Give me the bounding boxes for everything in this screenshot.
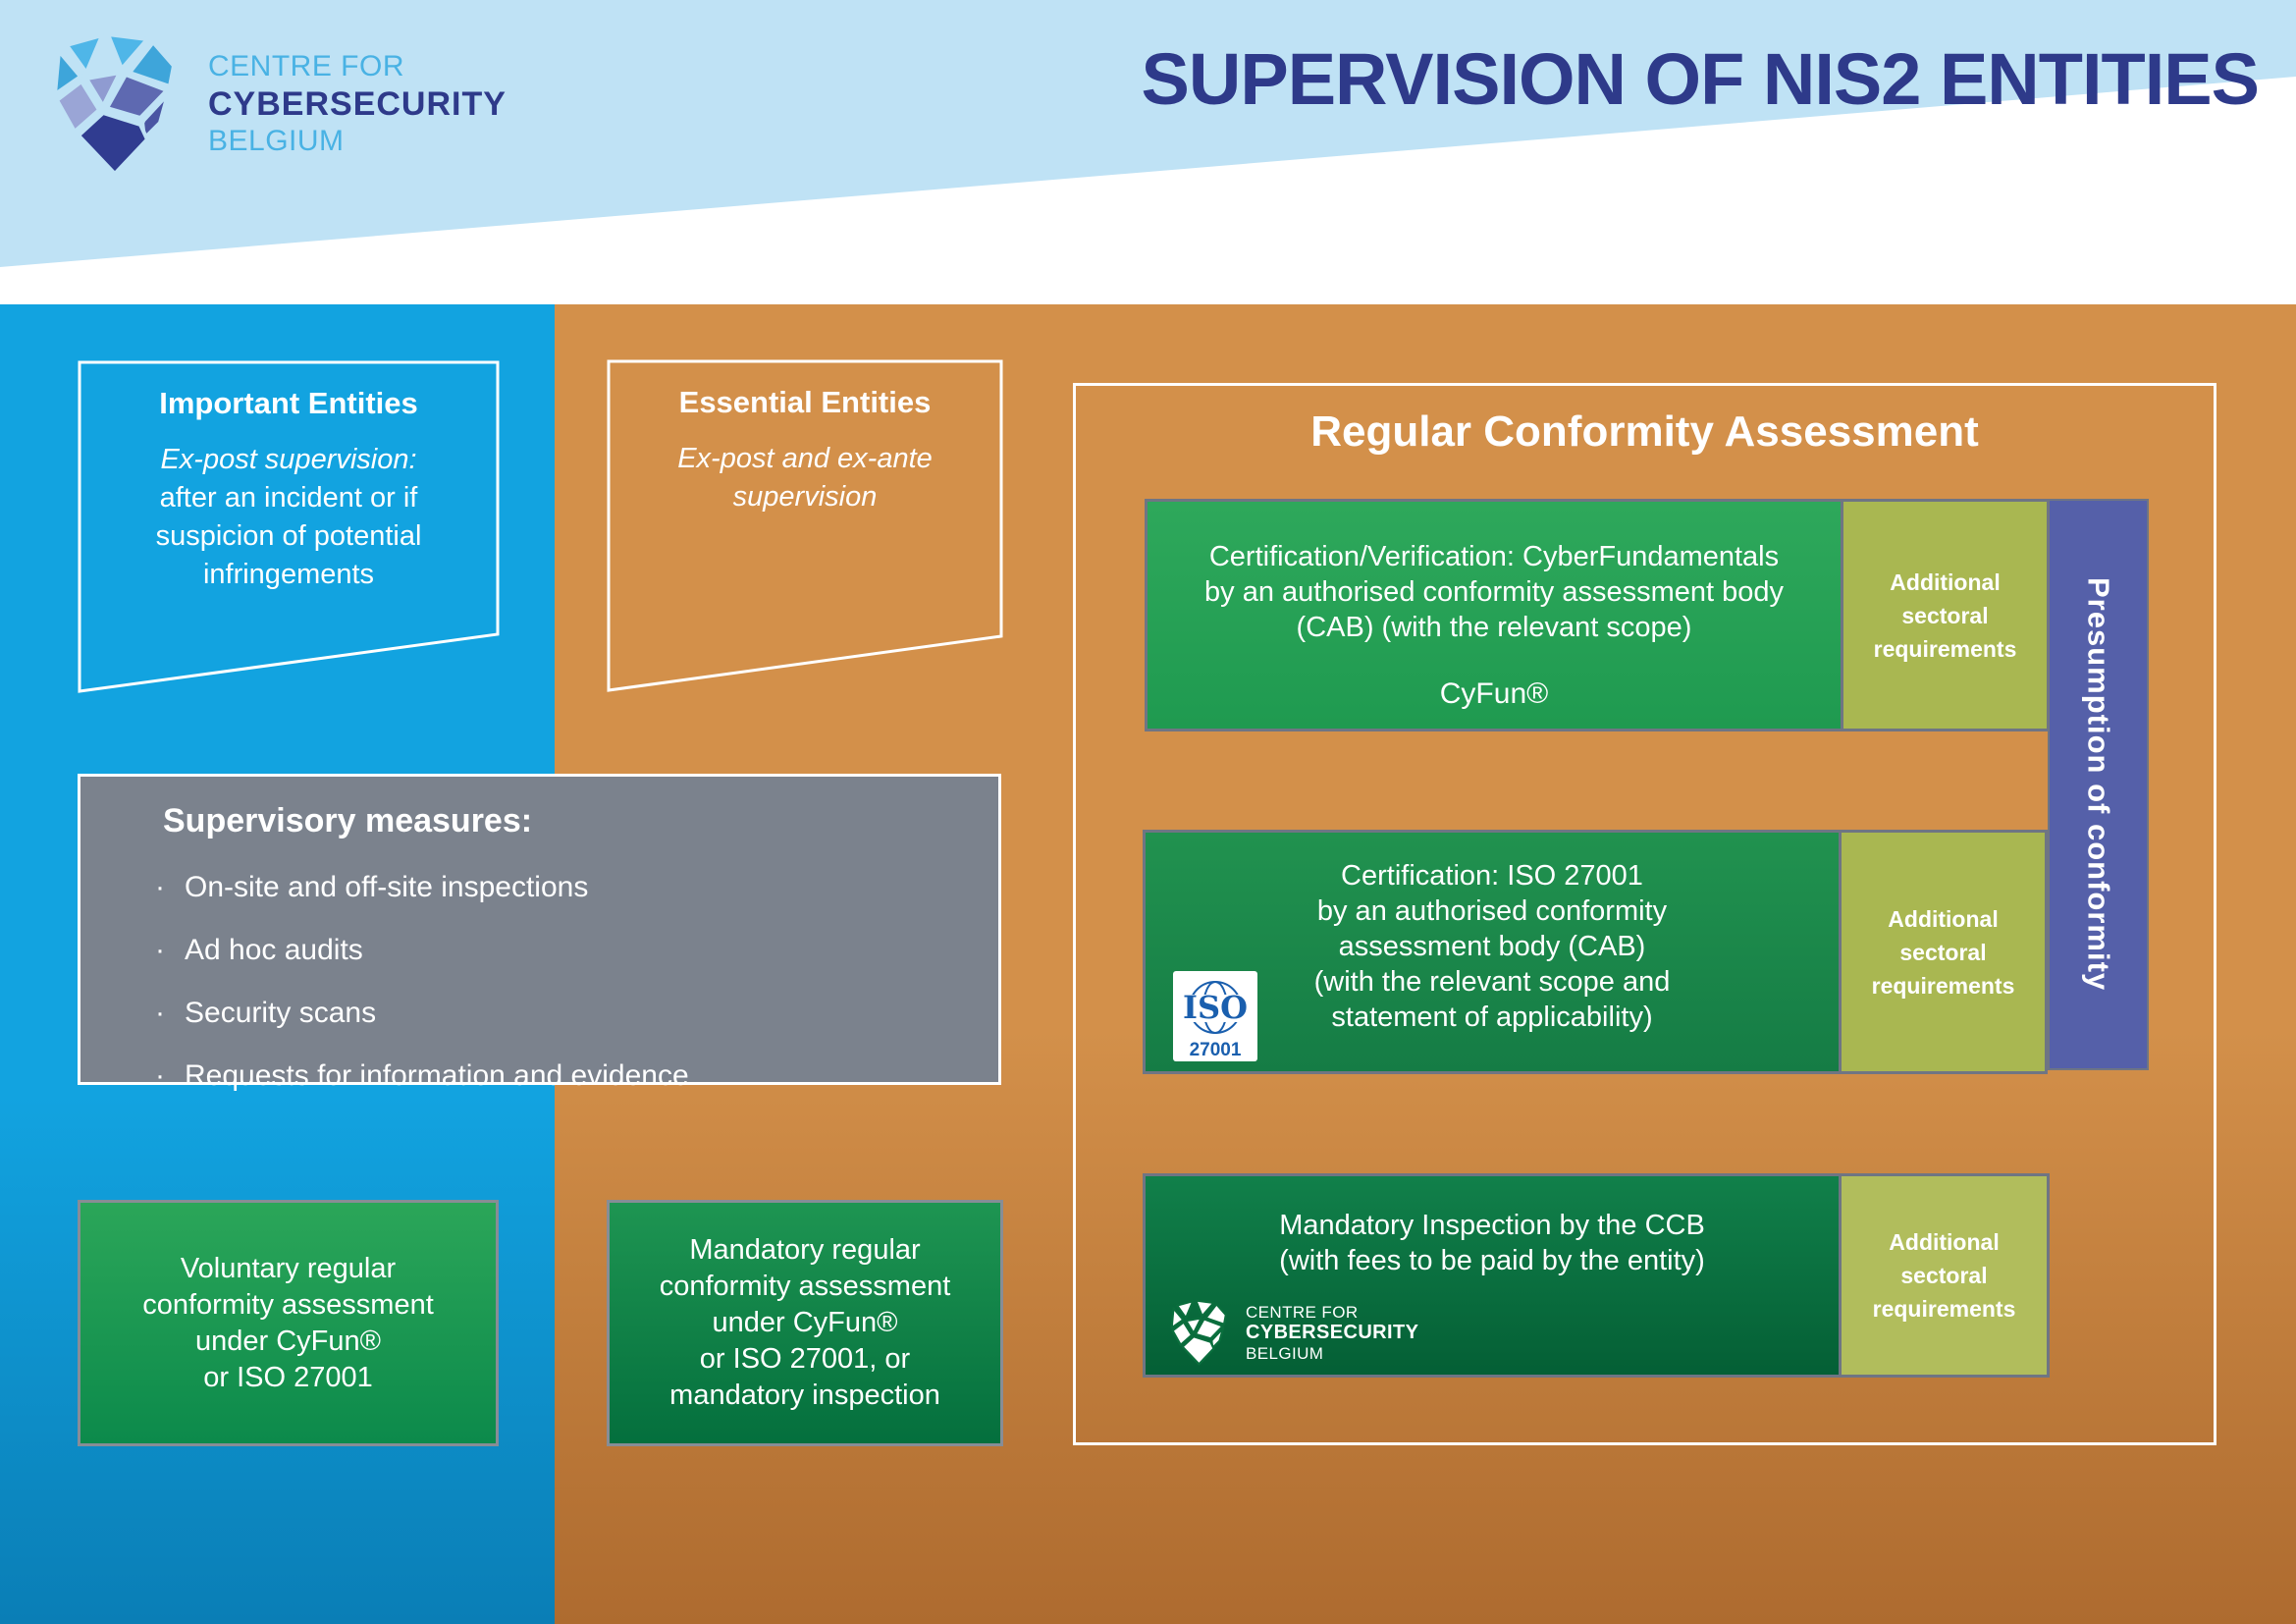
sectoral-line: requirements	[1873, 635, 2017, 662]
iso-line: statement of applicability)	[1331, 1001, 1653, 1033]
sectoral-line: sectoral	[1901, 602, 1989, 628]
essential-entities-title: Essential Entities	[678, 385, 932, 419]
sectoral-requirements-box-2: Additional sectoral requirements	[1839, 830, 2048, 1074]
voluntary-line: or ISO 27001	[203, 1361, 373, 1393]
essential-entities-subtitle-line: supervision	[732, 481, 878, 513]
ccb-white-line-1: CENTRE FOR	[1246, 1302, 1359, 1322]
important-entities-line: infringements	[202, 559, 375, 590]
ccb-shield-icon	[53, 32, 176, 176]
mandatory-inspection-box: Mandatory Inspection by the CCB (with fe…	[1143, 1173, 1842, 1378]
voluntary-line: under CyFun®	[194, 1325, 381, 1357]
supervisory-bullet: · Security scans	[155, 982, 998, 1045]
mandatory-assessment-box: Mandatory regular conformity assessment …	[607, 1200, 1003, 1446]
cyfun-brand: CyFun®	[1439, 677, 1549, 710]
sectoral-line: requirements	[1871, 972, 2015, 999]
sectoral-line: sectoral	[1899, 939, 1987, 965]
bullet-dot-icon: ·	[155, 997, 165, 1029]
header-diagonal-shape	[0, 0, 2296, 267]
presumption-label: Presumption of conformity	[2081, 577, 2116, 992]
important-entities-title: Important Entities	[159, 386, 418, 420]
logo-line-2: CYBERSECURITY	[208, 85, 507, 123]
presumption-of-conformity-bar: Presumption of conformity	[2048, 499, 2149, 1070]
iso-line: assessment body (CAB)	[1338, 931, 1646, 962]
ccb-white-line-3: BELGIUM	[1246, 1343, 1324, 1363]
important-box-outline	[78, 360, 500, 693]
mandatory-line: under CyFun®	[712, 1307, 898, 1338]
bullet-dot-icon: ·	[155, 1059, 165, 1092]
sectoral-requirements-box-1: Additional sectoral requirements	[1841, 499, 2050, 731]
voluntary-assessment-box: Voluntary regular conformity assessment …	[78, 1200, 499, 1446]
supervisory-bullet: · Requests for information and evidence	[155, 1045, 998, 1108]
bullet-dot-icon: ·	[155, 871, 165, 903]
mandatory-line: or ISO 27001, or	[699, 1343, 911, 1375]
cyfun-line: by an authorised conformity assessment b…	[1204, 576, 1784, 608]
iso-line: Certification: ISO 27001	[1341, 860, 1643, 892]
mandatory-line: mandatory inspection	[669, 1380, 940, 1411]
ccb-logo-white: CENTRE FOR CYBERSECURITY BELGIUM	[1167, 1298, 1418, 1367]
logo-line-1: CENTRE FOR	[208, 50, 404, 82]
page-title: SUPERVISION OF NIS2 ENTITIES	[1141, 38, 2260, 120]
sectoral-requirements-box-3: Additional sectoral requirements	[1839, 1173, 2050, 1378]
mandatory-line: conformity assessment	[659, 1271, 951, 1302]
inspection-line: (with fees to be paid by the entity)	[1279, 1245, 1705, 1276]
supervisory-bullet-text: Ad hoc audits	[185, 934, 363, 966]
sectoral-line: Additional	[1889, 1229, 2000, 1255]
sectoral-line: Additional	[1890, 568, 2001, 595]
voluntary-line: Voluntary regular	[180, 1252, 397, 1284]
supervisory-bullet-text: Security scans	[185, 997, 377, 1029]
important-entities-line: after an incident or if	[159, 482, 418, 514]
svg-text:ISO: ISO	[1183, 989, 1248, 1026]
important-entities-subtitle: Ex-post supervision:	[160, 444, 417, 475]
svg-text:27001: 27001	[1190, 1040, 1242, 1060]
bullet-dot-icon: ·	[155, 934, 165, 966]
important-entities-box: Important Entities Ex-post supervision: …	[78, 360, 500, 694]
supervisory-measures-heading: Supervisory measures:	[163, 802, 533, 839]
inspection-line: Mandatory Inspection by the CCB	[1279, 1210, 1705, 1241]
iso-27001-logo: ISO 27001	[1173, 971, 1257, 1061]
cyfun-line: Certification/Verification: CyberFundame…	[1208, 541, 1780, 572]
supervisory-bullet-text: Requests for information and evidence	[185, 1059, 689, 1092]
sectoral-line: sectoral	[1900, 1263, 1988, 1288]
essential-entities-box: Essential Entities Ex-post and ex-ante s…	[607, 359, 1003, 693]
logo-line-3: BELGIUM	[208, 125, 345, 157]
ccb-shield-white-icon	[1170, 1299, 1228, 1366]
essential-box-outline	[607, 359, 1003, 692]
supervisory-bullet: · Ad hoc audits	[155, 919, 998, 982]
sectoral-line: requirements	[1872, 1296, 2016, 1322]
panel-title: Regular Conformity Assessment	[1310, 407, 1979, 456]
sectoral-line: Additional	[1888, 905, 1999, 932]
iso-certification-box: Certification: ISO 27001 by an authorise…	[1143, 830, 1842, 1074]
supervisory-measures-box: Supervisory measures: · On-site and off-…	[78, 774, 1001, 1092]
supervisory-bullet: · On-site and off-site inspections	[155, 856, 998, 919]
supervisory-bullet-text: On-site and off-site inspections	[185, 871, 589, 903]
important-entities-line: suspicion of potential	[155, 520, 422, 552]
essential-entities-subtitle-line: Ex-post and ex-ante	[677, 443, 933, 474]
cyfun-line: (CAB) (with the relevant scope)	[1296, 612, 1692, 643]
mandatory-line: Mandatory regular	[689, 1234, 921, 1266]
ccb-white-line-2: CYBERSECURITY	[1246, 1321, 1419, 1343]
ccb-logo: CENTRE FOR CYBERSECURITY BELGIUM	[45, 29, 507, 179]
iso-globe-icon: ISO 27001	[1183, 981, 1248, 1060]
cyfun-certification-box: Certification/Verification: CyberFundame…	[1145, 499, 1843, 731]
iso-line: (with the relevant scope and	[1313, 966, 1671, 998]
regular-conformity-assessment-panel: Regular Conformity Assessment Certificat…	[1073, 383, 2216, 1445]
header-band: CENTRE FOR CYBERSECURITY BELGIUM SUPERVI…	[0, 0, 2296, 304]
voluntary-line: conformity assessment	[142, 1288, 434, 1321]
iso-line: by an authorised conformity	[1316, 895, 1668, 927]
